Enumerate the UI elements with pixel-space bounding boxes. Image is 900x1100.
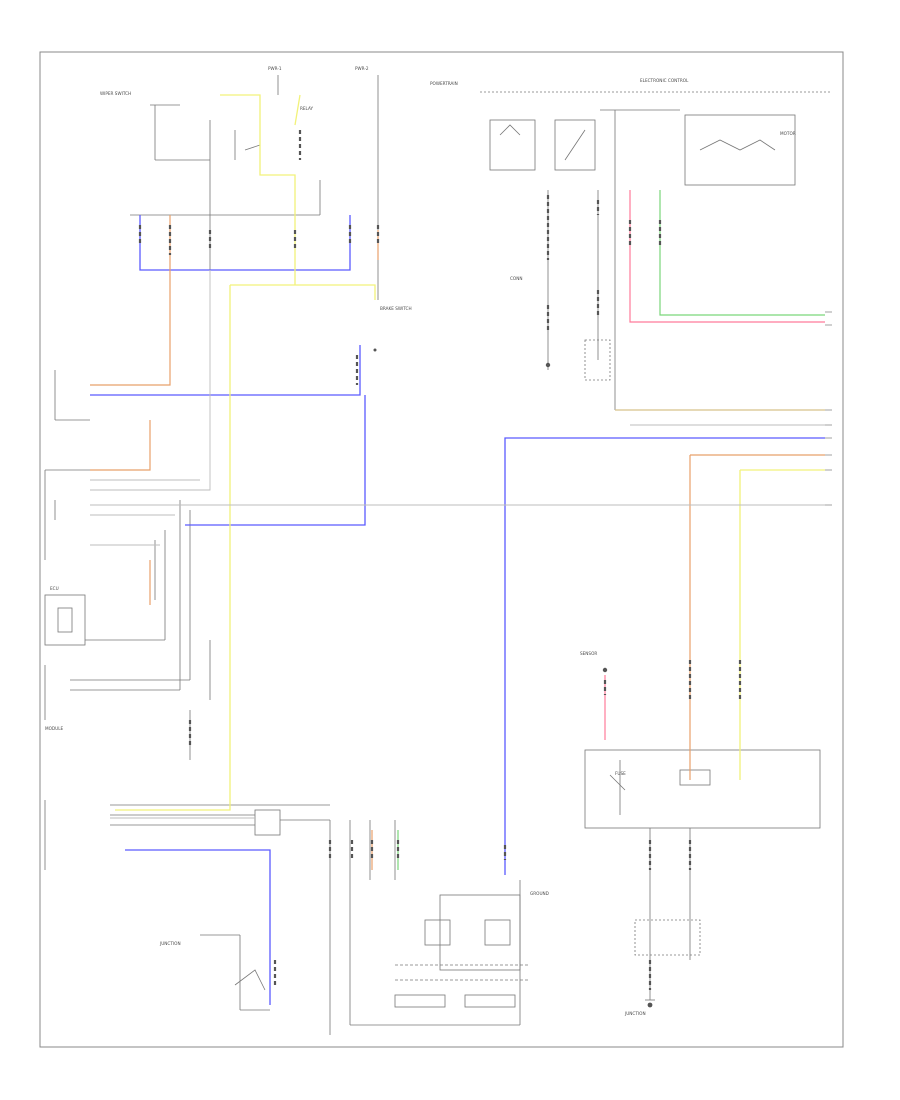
component-label: ECU <box>50 586 59 591</box>
component-label: PWR-1 <box>268 66 282 71</box>
diagram-frame <box>39 51 844 1048</box>
component-label: SENSOR <box>580 651 597 656</box>
bottom-center-block <box>349 820 530 1026</box>
component-label: PWR-2 <box>355 66 369 71</box>
component-label: MOTOR <box>780 131 796 136</box>
blue-wires <box>90 215 825 1005</box>
top-left-switch-block <box>130 75 379 300</box>
top-right-module <box>480 91 830 410</box>
left-connector-blocks <box>44 370 211 760</box>
gray-wires <box>90 270 825 819</box>
pink-wires <box>604 190 825 740</box>
component-label: GROUND <box>530 891 549 896</box>
bottom-right-module <box>584 749 821 1001</box>
component-label: BRAKE SWITCH <box>380 306 412 311</box>
component-label: JUNCTION <box>624 1011 646 1016</box>
component-label: FUSE <box>615 771 626 776</box>
component-label: CONN <box>510 276 523 281</box>
right-edge-terminals <box>825 311 832 506</box>
component-label: MODULE <box>45 726 64 731</box>
green-wires <box>397 190 825 870</box>
orange-wires <box>90 215 825 870</box>
component-label: RELAY <box>300 106 314 111</box>
component-label: ELECTRONIC CONTROL <box>640 78 689 83</box>
component-label: WIPER SWITCH <box>100 91 131 96</box>
connector-segments <box>138 130 742 990</box>
junction-dots <box>373 348 653 1008</box>
component-label: POWERTRAIN <box>430 81 458 86</box>
component-labels: PWR-1 PWR-2 POWERTRAIN ELECTRONIC CONTRO… <box>45 66 796 1016</box>
bottom-left-section <box>44 800 331 1035</box>
yellow-wires <box>115 94 825 811</box>
component-label: JUNCTION <box>159 941 181 946</box>
